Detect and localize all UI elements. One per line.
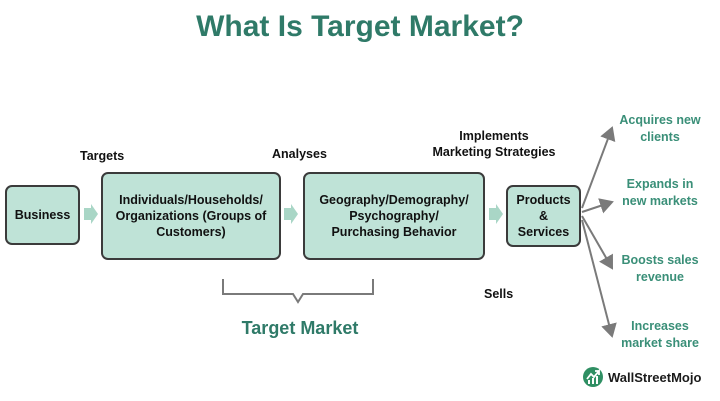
target-market-bracket <box>222 279 374 304</box>
products-box: Products & Services <box>506 185 581 247</box>
brand-logo: WallStreetMojo <box>582 366 701 388</box>
target-market-label: Target Market <box>241 318 359 338</box>
arrow-to-increases <box>581 219 617 338</box>
chevron-arrow-icon <box>284 204 298 224</box>
geography-box: Geography/Demography/ Psychography/ Purc… <box>303 172 485 260</box>
analyses-label: Analyses <box>272 147 327 161</box>
fan-out-arrows <box>581 126 617 338</box>
outcome-acquires: Acquires new clients <box>619 113 701 144</box>
chevron-arrow-icon <box>489 204 503 224</box>
sells-label: Sells <box>484 287 514 301</box>
outcome-expands: Expands in new markets <box>622 177 698 208</box>
brand-name: WallStreetMojo <box>608 369 702 385</box>
arrow-to-boosts <box>581 215 613 270</box>
flow-chevrons <box>84 204 503 224</box>
individuals-box: Individuals/Households/ Organizations (G… <box>101 172 281 260</box>
business-box: Business <box>5 185 80 245</box>
outcome-increases: Increases market share <box>621 319 699 350</box>
outcome-boosts: Boosts sales revenue <box>621 253 699 284</box>
arrow-to-expands <box>581 198 614 214</box>
targets-label: Targets <box>80 149 125 163</box>
wallstreetmojo-logo-icon <box>583 367 603 387</box>
page-title: What Is Target Market? <box>196 10 524 43</box>
implements-label: Implements Marketing Strategies <box>432 129 556 160</box>
arrow-to-acquires <box>581 126 616 209</box>
chevron-arrow-icon <box>84 204 98 224</box>
